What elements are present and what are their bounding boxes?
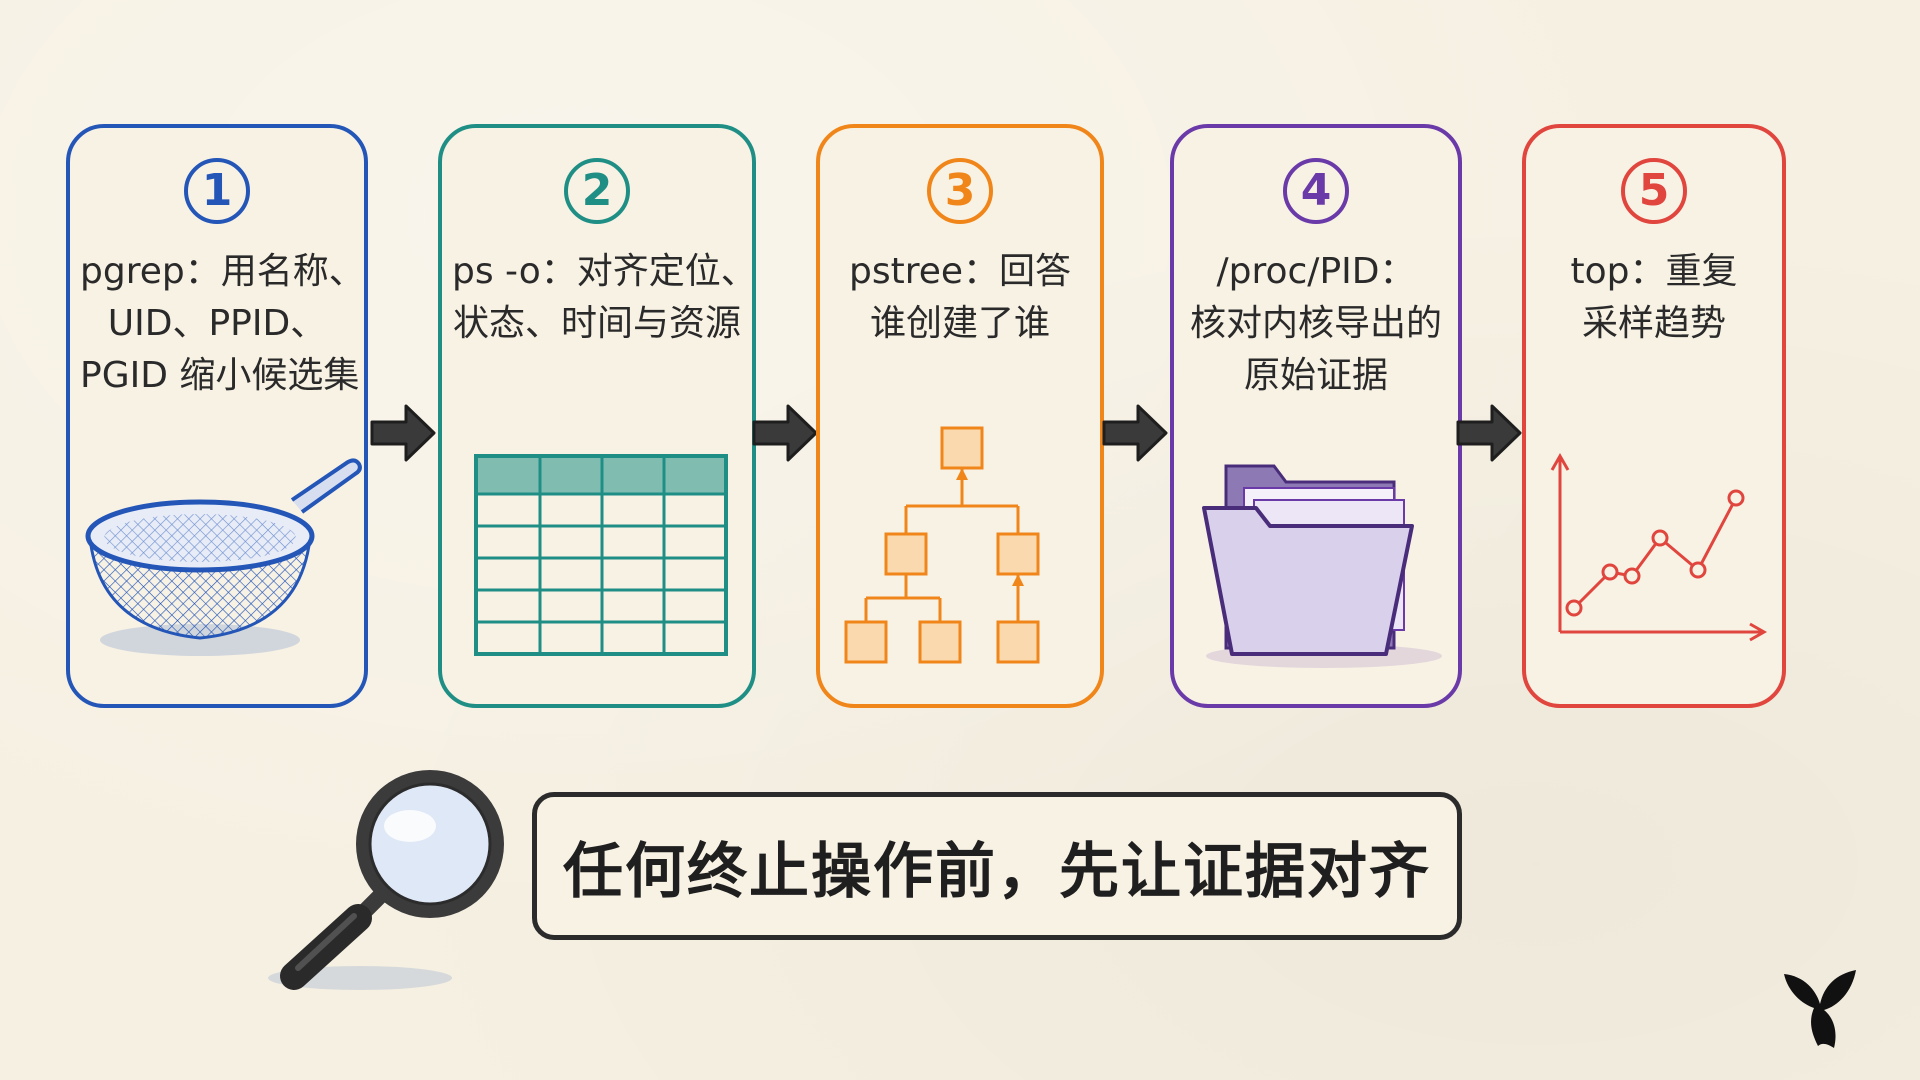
- flow-arrow-4: [1456, 404, 1522, 462]
- step-number-2: 2: [564, 158, 630, 224]
- flow-arrow-3: [1102, 404, 1168, 462]
- step-text-3: pstree：回答 谁创建了谁: [820, 246, 1100, 350]
- step-4-line-2: 核对内核导出的: [1189, 303, 1442, 344]
- strainer-icon: [85, 458, 362, 656]
- step-2-line-2: 状态、时间与资源: [452, 303, 741, 344]
- step-1-line-2: UID、PPID、: [107, 303, 327, 344]
- step-number-3: 3: [927, 158, 993, 224]
- step-1-line-1: pgrep：用名称、: [80, 251, 365, 292]
- step-text-5: top：重复 采样趋势: [1526, 246, 1782, 350]
- step-3-line-1: pstree：回答: [848, 251, 1072, 292]
- caption-text: 任何终止操作前，先让证据对齐: [563, 836, 1431, 907]
- step-3-line-2: 谁创建了谁: [869, 303, 1050, 344]
- step-text-1: pgrep：用名称、 UID、PPID、 PGID 缩小候选集: [70, 246, 365, 402]
- step-text-2: ps -o：对齐定位、 状态、时间与资源: [442, 246, 757, 350]
- step-card-2: 2 ps -o：对齐定位、 状态、时间与资源: [438, 124, 757, 708]
- flow-arrow-2: [752, 404, 818, 462]
- step-5-line-1: top：重复: [1570, 251, 1738, 292]
- step-4-line-3: 原始证据: [1243, 355, 1388, 396]
- magnifier-icon: [268, 770, 504, 990]
- step-number-4: 4: [1283, 158, 1349, 224]
- step-card-5: 5 top：重复 采样趋势: [1522, 124, 1786, 708]
- caption-box: 任何终止操作前，先让证据对齐: [532, 792, 1462, 940]
- step-2-line-1: ps -o：对齐定位、: [452, 251, 757, 292]
- step-4-line-1: /proc/PID：: [1216, 251, 1416, 292]
- step-card-1: 1 pgrep：用名称、 UID、PPID、 PGID 缩小候选集: [66, 124, 368, 708]
- butterfly-logo-icon: [1784, 970, 1856, 1048]
- table-icon: [474, 454, 728, 656]
- flow-arrow-1: [370, 404, 436, 462]
- step-card-3: 3 pstree：回答 谁创建了谁: [816, 124, 1104, 708]
- step-card-4: 4 /proc/PID： 核对内核导出的 原始证据: [1170, 124, 1462, 708]
- process-tree-icon: [844, 426, 1040, 664]
- step-1-line-3: PGID 缩小候选集: [80, 355, 360, 396]
- line-chart-icon: [1550, 452, 1768, 642]
- folder-icon: [1202, 464, 1442, 668]
- step-5-line-2: 采样趋势: [1581, 303, 1726, 344]
- step-text-4: /proc/PID： 核对内核导出的 原始证据: [1174, 246, 1458, 402]
- step-number-1: 1: [184, 158, 250, 224]
- step-number-5: 5: [1621, 158, 1687, 224]
